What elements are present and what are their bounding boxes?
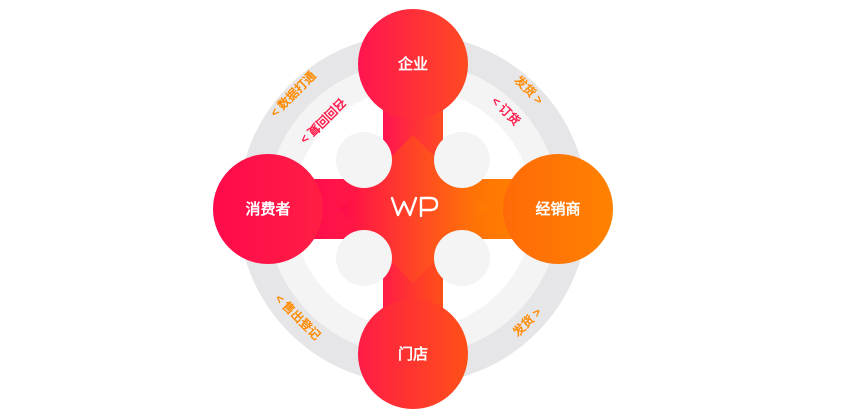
node-distributor[interactable]: 经销商	[503, 154, 613, 264]
node-distributor-label: 经销商	[535, 200, 580, 218]
node-enterprise-label: 企业	[397, 55, 428, 73]
logo-icon	[390, 196, 439, 218]
node-consumer[interactable]: 消费者	[213, 154, 323, 264]
node-store[interactable]: 门店	[358, 299, 468, 409]
node-consumer-label: 消费者	[245, 200, 290, 218]
node-store-label: 门店	[398, 345, 428, 363]
node-enterprise[interactable]: 企业	[358, 9, 468, 119]
